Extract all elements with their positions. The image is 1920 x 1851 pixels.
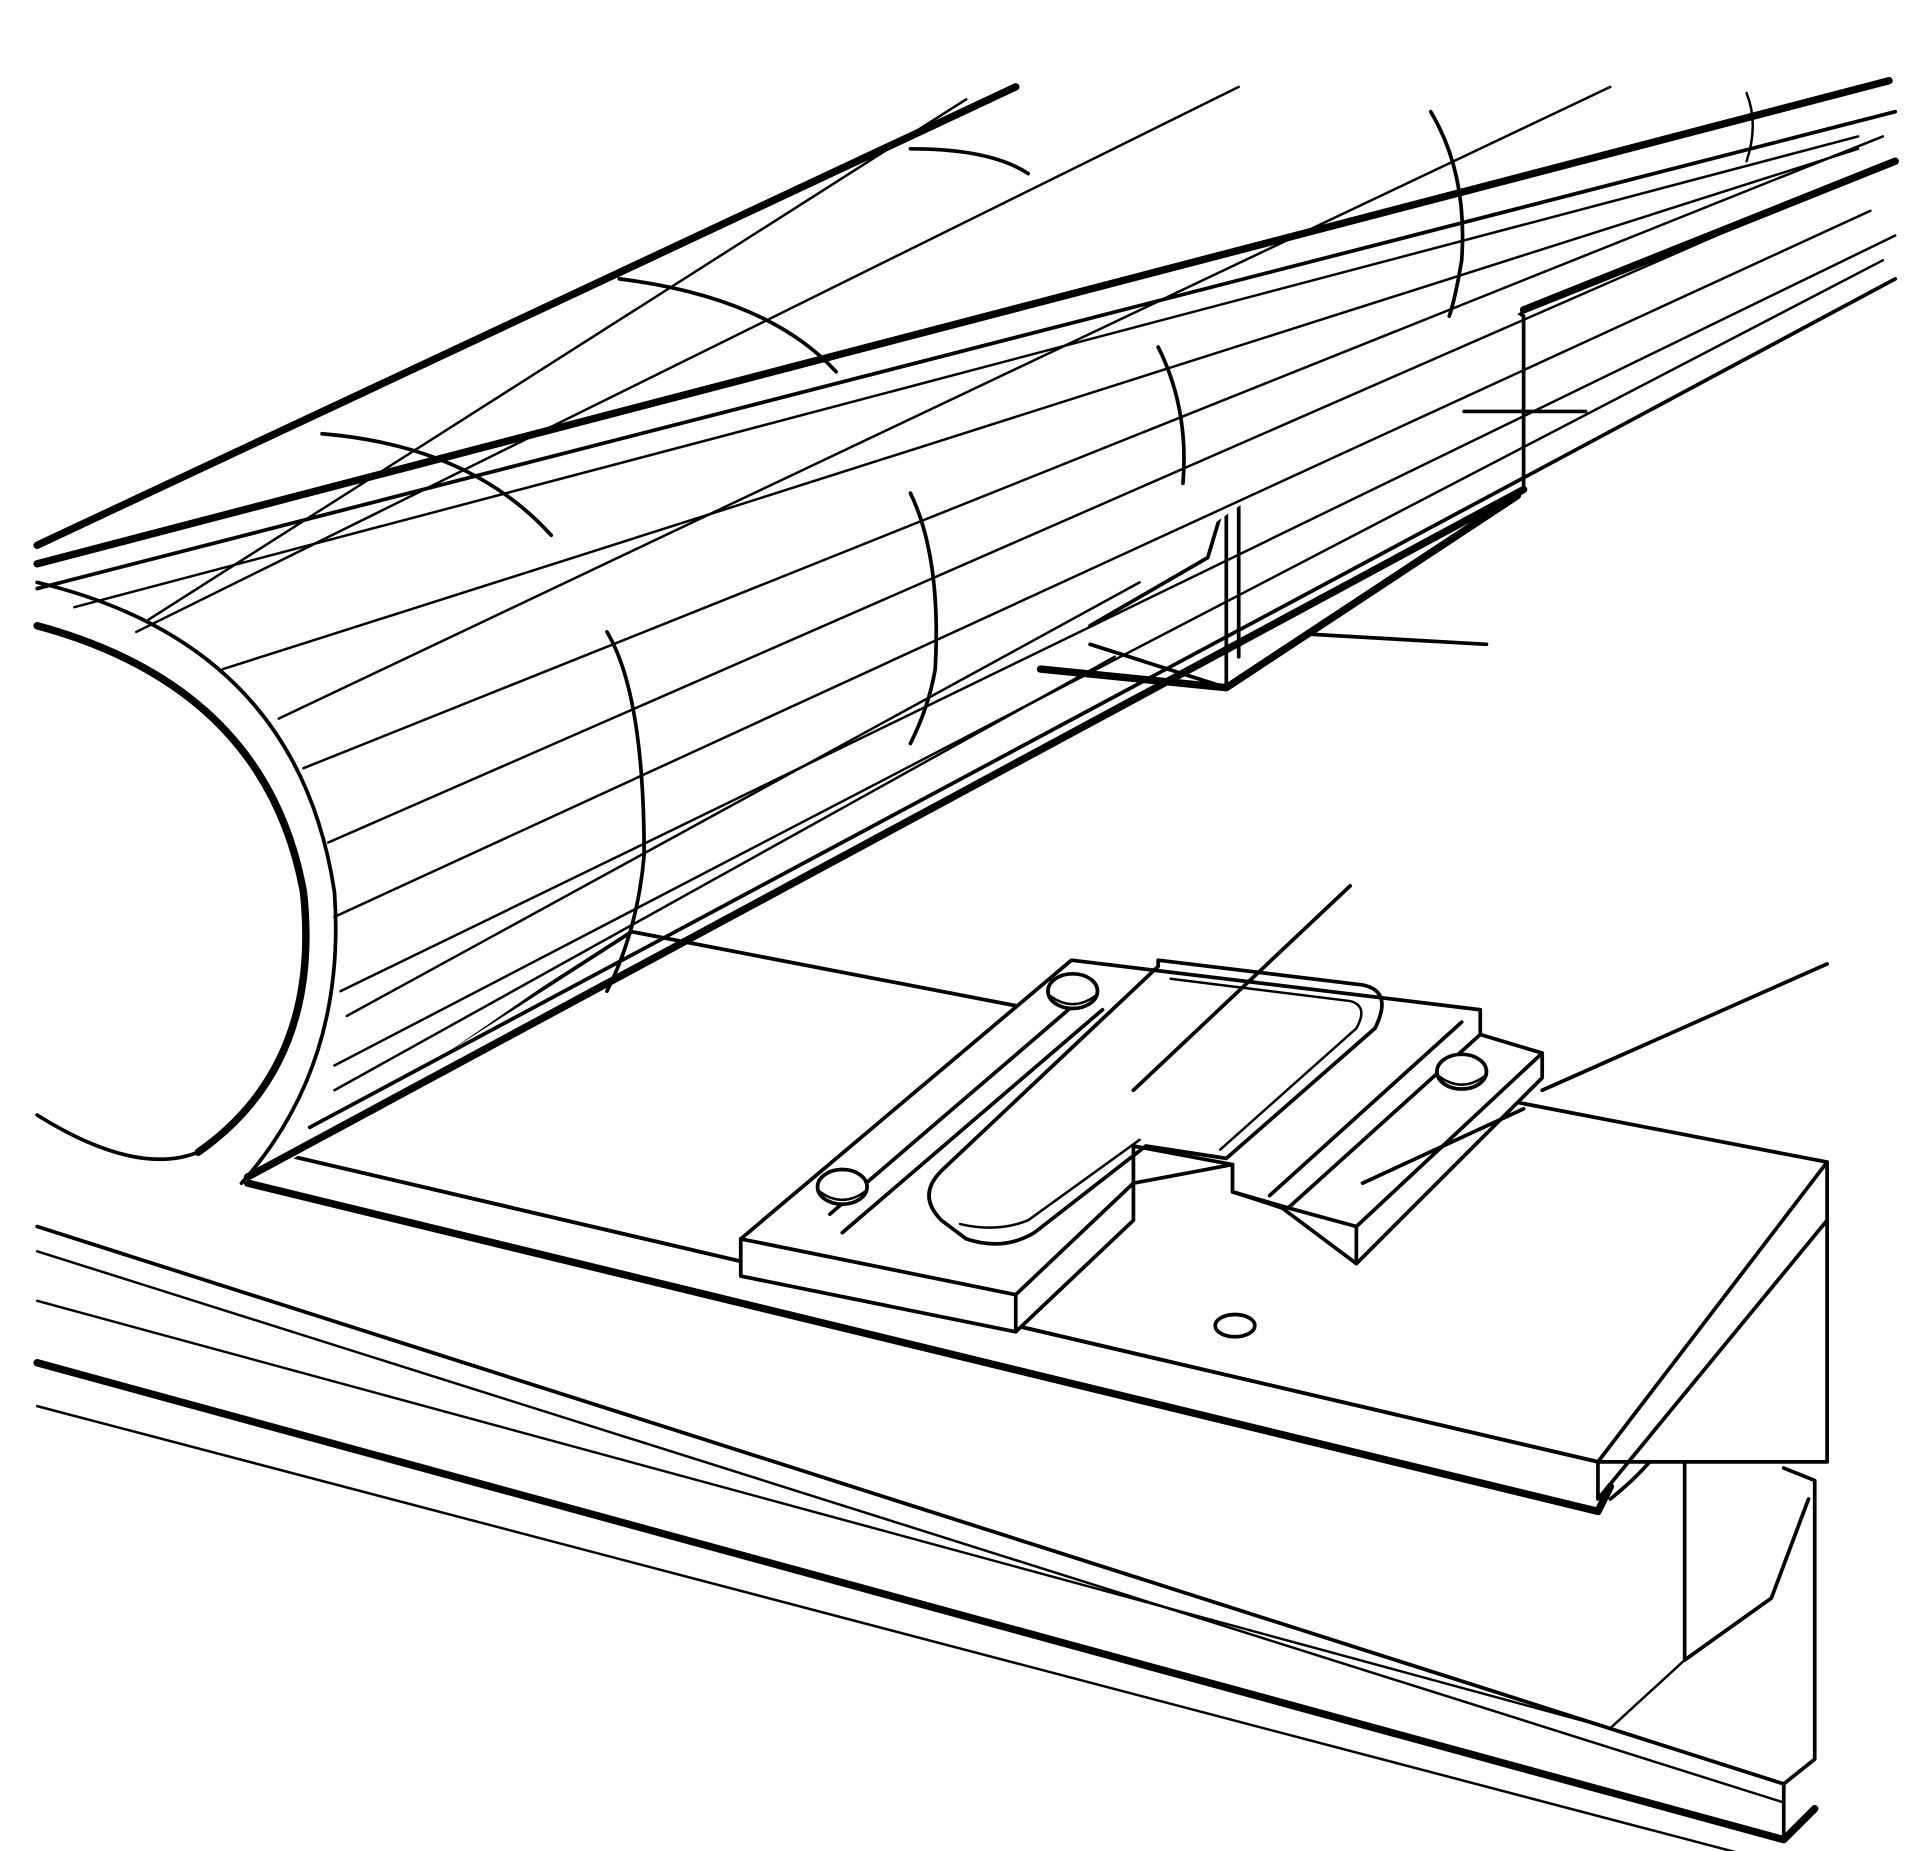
pipe-end: [33, 580, 338, 1186]
bolts: [815, 971, 1489, 1207]
i-beam: [33, 1224, 1819, 1851]
leader-line: [1360, 962, 1829, 1186]
leader-line: [1311, 632, 1489, 647]
plate-hole: [1213, 1312, 1257, 1339]
pipe-longitudinal-lines: [73, 85, 1898, 1130]
bolt: [1046, 971, 1100, 1011]
pipe: [33, 76, 1899, 1186]
bolt: [1435, 1052, 1489, 1091]
pipe-circumferential-seams: [320, 91, 1754, 994]
slide-plate: [738, 958, 1545, 1334]
leader-lines: [1131, 409, 1829, 1186]
leader-line: [1131, 884, 1353, 1093]
bolt: [815, 1167, 869, 1207]
